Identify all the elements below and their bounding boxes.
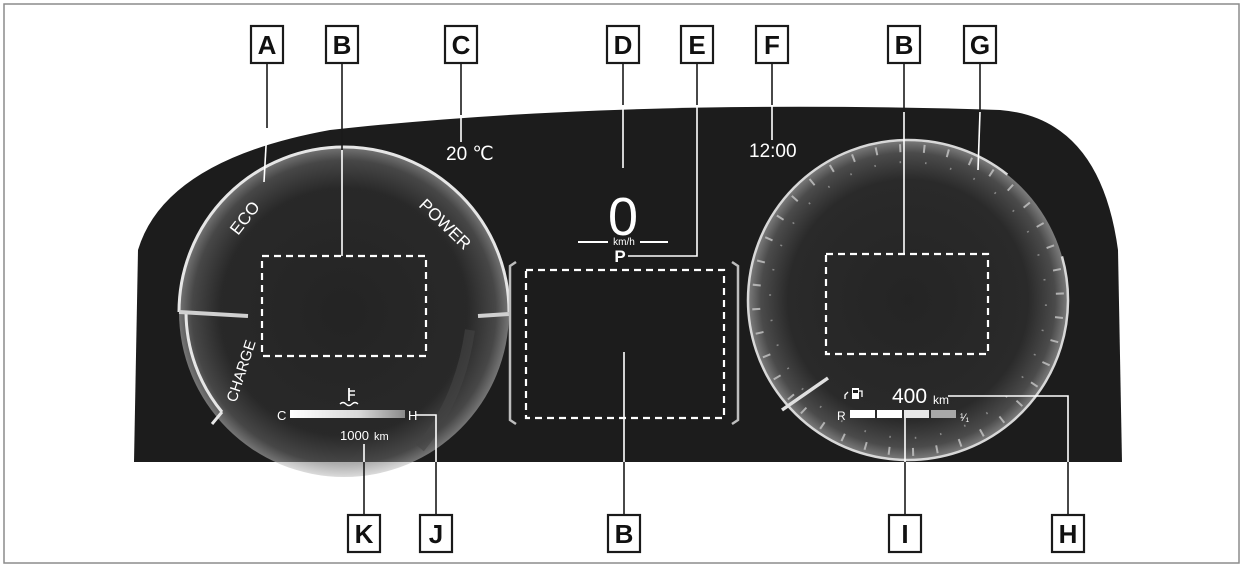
power-zone-marker	[477, 312, 510, 318]
fuel-full-label: ¹⁄₁	[960, 412, 970, 424]
outside-temperature: 20 ℃	[446, 144, 494, 165]
callout-h: H	[1050, 513, 1086, 554]
callout-e-letter: E	[688, 30, 705, 60]
callout-k: K	[346, 513, 382, 554]
leader-h-inner	[948, 395, 1069, 462]
callout-b-right-letter: B	[895, 30, 914, 60]
driving-range-value: 400	[892, 385, 927, 408]
callout-b-left-letter: B	[333, 30, 352, 60]
odometer-unit: km	[374, 431, 389, 443]
callout-d-letter: D	[614, 30, 633, 60]
callout-j-letter: J	[429, 519, 443, 549]
leader-g-inner	[977, 111, 981, 171]
callout-k-letter: K	[355, 519, 374, 549]
callout-g: G	[962, 24, 998, 65]
coolant-cold-label: C	[277, 408, 286, 423]
charge-zone-arc	[184, 311, 224, 413]
fuel-pump-icon	[844, 388, 863, 399]
right-gauge-tick-ring	[751, 144, 1064, 456]
right-gauge-minor-ticks	[769, 161, 1047, 439]
right-gauge-needle	[781, 376, 829, 412]
right-multi-info-area	[824, 252, 990, 356]
hybrid-zero-marker	[178, 310, 249, 318]
center-display-bracket-left	[508, 260, 517, 426]
callout-i-letter: I	[901, 519, 908, 549]
callout-b-right: B	[886, 24, 922, 65]
callout-f-letter: F	[764, 30, 780, 60]
odometer-value: 1000	[340, 428, 369, 443]
callout-a: A	[249, 24, 285, 65]
center-display-bracket-right	[731, 260, 740, 426]
callout-e: E	[679, 24, 715, 65]
callout-c-letter: C	[452, 30, 471, 60]
clock-display: 12:00	[749, 141, 797, 162]
callout-b-center: B	[606, 513, 642, 554]
shift-position-indicator: P	[614, 247, 625, 266]
speedometer-unit: km/h	[613, 237, 635, 248]
callout-c: C	[443, 24, 479, 65]
coolant-hot-label: H	[408, 408, 417, 423]
fuel-level-bar	[850, 410, 956, 418]
hybrid-system-indicator: ECO POWER CHARGE	[177, 145, 511, 477]
leader-j-inner	[416, 414, 437, 462]
fuel-empty-label: R	[837, 409, 846, 423]
callout-j: J	[418, 513, 454, 554]
right-gauge-outer-ring	[746, 138, 1070, 462]
coolant-temperature-bar	[290, 410, 405, 418]
hybrid-gauge-arc	[177, 145, 511, 313]
center-multi-info-display	[524, 268, 726, 420]
callout-b-center-letter: B	[615, 519, 634, 549]
leader-a-inner	[263, 127, 268, 183]
coolant-temperature-gauge: C H	[277, 388, 417, 423]
callout-a-letter: A	[258, 30, 277, 60]
callout-d: D	[605, 24, 641, 65]
callout-f: F	[754, 24, 790, 65]
callout-g-letter: G	[970, 30, 990, 60]
callout-h-letter: H	[1059, 519, 1078, 549]
right-gauge	[746, 138, 1070, 462]
callout-i: I	[887, 513, 923, 554]
coolant-temperature-icon	[339, 388, 359, 407]
callout-b-left: B	[324, 24, 360, 65]
leader-e-inner	[628, 105, 698, 257]
speedometer-value: 0	[608, 187, 638, 247]
driving-range-unit: km	[933, 393, 949, 407]
